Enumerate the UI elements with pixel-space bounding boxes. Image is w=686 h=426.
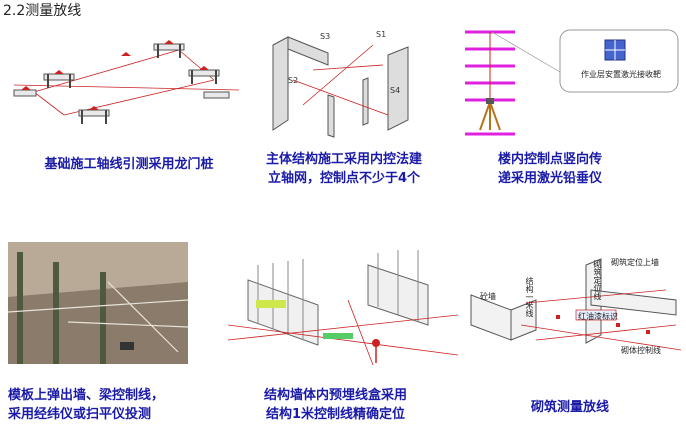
panel-formwork-photo	[8, 242, 188, 364]
caption-masonry: 砌筑测量放线	[530, 400, 609, 415]
label-s4: S4	[390, 86, 400, 95]
caption-internal-control: 主体结构施工采用内控法建 立轴网，控制点不少于4个	[265, 152, 422, 186]
laser-receiver-callout: 作业层安置激光接收靶	[581, 70, 661, 79]
panel-masonry: 结构一米线 砌筑定位线 砼墙 红油漆标识 砌体控制线 砌筑定位上墙	[466, 255, 684, 367]
label-s3: S3	[320, 32, 330, 41]
panel-junction-box	[227, 245, 459, 370]
caption-laser-plumb: 楼内控制点竖向传 递采用激光铅垂仪	[497, 152, 602, 186]
label-beam-line: 结构一米线	[525, 277, 534, 317]
section-title: 2.2测量放线	[3, 3, 82, 19]
label-s2: S2	[288, 76, 298, 85]
label-column: 砼墙	[480, 292, 496, 301]
laser-plumb-illustration	[465, 29, 679, 136]
label-wall-top: 砌筑定位上墙	[611, 258, 659, 267]
label-red-mark: 红油漆标识	[578, 312, 618, 321]
caption-foundation-axis: 基础施工轴线引测采用龙门桩	[44, 157, 214, 172]
batter-board-illustration	[13, 40, 240, 124]
label-s1: S1	[376, 30, 386, 39]
panel-laser-plumb: 作业层安置激光接收靶	[460, 22, 682, 142]
formwork-photo	[8, 242, 188, 364]
caption-formwork: 模板上弹出墙、梁控制线， 采用经纬仪或扫平仪投测	[8, 388, 165, 422]
panel-foundation-axis	[4, 30, 244, 130]
label-wall-line-top: 砌筑定位线	[593, 260, 602, 300]
label-wall-control-line: 砌体控制线	[621, 346, 661, 355]
caption-junction-box: 结构墙体内预埋线盒采用 结构1米控制线精确定位	[263, 388, 407, 422]
control-grid-illustration: S3 S1 S2 S4	[272, 30, 409, 138]
junction-box-illustration	[227, 250, 459, 366]
panel-internal-control: S3 S1 S2 S4	[268, 25, 413, 140]
masonry-illustration	[470, 258, 682, 351]
